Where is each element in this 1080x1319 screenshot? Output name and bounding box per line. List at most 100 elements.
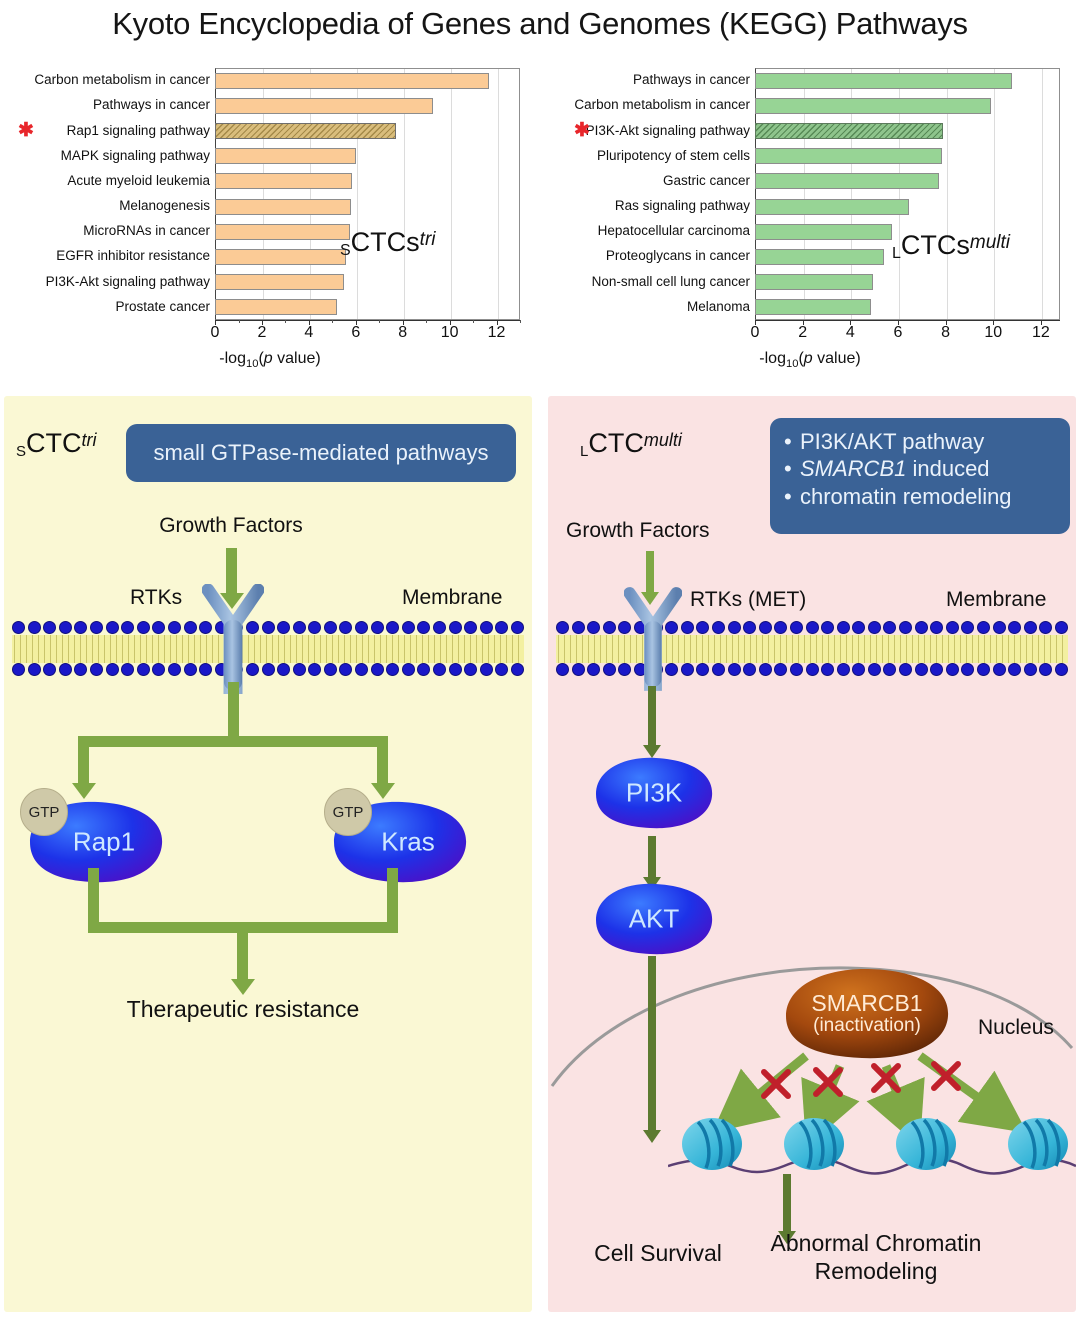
chromatin-line-2: Remodeling — [814, 1257, 938, 1284]
bar[interactable] — [755, 72, 1013, 89]
x-tick-label: 0 — [210, 324, 220, 341]
bar[interactable] — [755, 148, 943, 165]
bar[interactable] — [755, 248, 884, 265]
lipid-head-icon — [556, 621, 569, 634]
lipid-head-icon — [292, 663, 306, 676]
table-row[interactable]: Ras signaling pathway — [540, 194, 1080, 219]
bar[interactable] — [215, 198, 351, 215]
label-rtks: RTKs — [130, 586, 183, 609]
arrow-growth-to-rtk — [226, 548, 237, 594]
table-row[interactable]: PI3K-Akt signaling pathway — [0, 270, 540, 295]
lipid-head-icon — [665, 663, 679, 676]
bar[interactable] — [215, 223, 350, 240]
lipid-head-icon — [571, 663, 585, 676]
arrow-to-kras — [377, 736, 388, 784]
table-row[interactable]: ✱ PI3K-Akt signaling pathway — [540, 118, 1080, 143]
bracket-kras-down — [387, 868, 398, 933]
table-row[interactable]: MAPK signaling pathway — [0, 144, 540, 169]
x-tick-label: 2 — [798, 324, 808, 341]
table-row[interactable]: Gastric cancer — [540, 169, 1080, 194]
nucleosome — [896, 1118, 956, 1170]
bar[interactable] — [755, 97, 991, 114]
callout-text: small GTPase-mediated pathways — [153, 440, 489, 466]
callout-pi3k-smarcb1[interactable]: PI3K/AKT pathway SMARCB1 induced chromat… — [770, 418, 1070, 534]
bar[interactable] — [215, 299, 337, 316]
table-row[interactable]: MicroRNAs in cancer — [0, 219, 540, 244]
callout-item-2-continuation: chromatin remodeling — [784, 483, 1056, 511]
lipid-head-icon — [308, 621, 322, 634]
bar[interactable] — [215, 173, 353, 190]
lipid-head-icon — [711, 663, 725, 676]
panel-tag-sctc: SCTCtri — [16, 428, 97, 460]
table-row[interactable]: Carbon metabolism in cancer — [540, 93, 1080, 118]
table-row[interactable]: Pluripotency of stem cells — [540, 144, 1080, 169]
table-row[interactable]: Hepatocellular carcinoma — [540, 219, 1080, 244]
lipid-head-icon — [355, 663, 369, 676]
lipid-head-icon — [43, 621, 57, 634]
page-title: Kyoto Encyclopedia of Genes and Genomes … — [112, 6, 968, 41]
diagram-panel-lctc: LCTCmulti PI3K/AKT pathway SMARCB1 induc… — [548, 396, 1076, 1312]
x-axis-title: -log10(p value) — [90, 350, 450, 370]
lipid-head-icon — [1055, 621, 1068, 634]
annot-main: CTCs — [900, 230, 970, 260]
table-row[interactable]: Acute myeloid leukemia — [0, 169, 540, 194]
lipid-head-icon — [27, 621, 41, 634]
bar-category-label: Pluripotency of stem cells — [596, 147, 750, 163]
lipid-head-icon — [464, 663, 478, 676]
table-row[interactable]: Melanogenesis — [0, 194, 540, 219]
table-row[interactable]: Non-small cell lung cancer — [540, 270, 1080, 295]
bar[interactable] — [215, 72, 490, 89]
protein-blob-akt[interactable] — [588, 880, 720, 958]
table-row[interactable]: Carbon metabolism in cancer — [0, 68, 540, 93]
lipid-head-icon — [587, 663, 601, 676]
bar[interactable] — [755, 299, 871, 316]
lipid-head-icon — [789, 663, 803, 676]
lipid-head-icon — [556, 663, 569, 676]
lipid-head-icon — [74, 663, 88, 676]
bar-category-label: Hepatocellular carcinoma — [597, 223, 750, 239]
bar-highlighted[interactable] — [215, 122, 396, 139]
lipid-head-icon — [899, 663, 913, 676]
nucleosome — [784, 1118, 844, 1170]
axis-sub: 10 — [245, 358, 259, 371]
lipid-head-icon — [1055, 663, 1068, 676]
lipid-head-icon — [167, 621, 181, 634]
x-axis-title: -log10(p value) — [630, 350, 990, 370]
chart-lctcs-multi: Pathways in cancer Carbon metabolism in … — [540, 62, 1080, 382]
protein-blob-smarcb1[interactable] — [778, 964, 956, 1064]
table-row[interactable]: Prostate cancer — [0, 295, 540, 320]
lipid-head-icon — [448, 663, 462, 676]
bar-category-label: PI3K-Akt signaling pathway — [585, 122, 750, 138]
lipid-head-icon — [680, 621, 694, 634]
bar-highlighted[interactable] — [755, 122, 944, 139]
table-row[interactable]: Pathways in cancer — [540, 68, 1080, 93]
lipid-head-icon — [433, 621, 447, 634]
bar[interactable] — [755, 223, 892, 240]
lipid-head-icon — [571, 621, 585, 634]
lipid-head-icon — [914, 663, 928, 676]
axis-prefix: -log — [219, 350, 246, 367]
lipid-head-icon — [511, 621, 524, 634]
lipid-head-icon — [821, 663, 835, 676]
bar[interactable] — [755, 198, 909, 215]
table-row[interactable]: Proteoglycans in cancer — [540, 244, 1080, 269]
lipid-head-icon — [1008, 663, 1022, 676]
bar[interactable] — [215, 274, 344, 291]
table-row[interactable]: Pathways in cancer — [0, 93, 540, 118]
lipid-head-icon — [836, 663, 850, 676]
bar[interactable] — [215, 148, 356, 165]
bar[interactable] — [215, 248, 347, 265]
bar[interactable] — [755, 173, 939, 190]
protein-blob-pi3k[interactable] — [588, 754, 720, 832]
lipid-head-icon — [805, 621, 819, 634]
panel-tag-lctc: LCTCmulti — [580, 428, 682, 460]
table-row[interactable]: Melanoma — [540, 295, 1080, 320]
bar[interactable] — [215, 97, 434, 114]
table-row[interactable]: ✱ Rap1 signaling pathway — [0, 118, 540, 143]
callout-small-gtpase[interactable]: small GTPase-mediated pathways — [126, 424, 516, 482]
table-row[interactable]: EGFR inhibitor resistance — [0, 244, 540, 269]
bar[interactable] — [755, 274, 873, 291]
axis-open: ( — [258, 350, 264, 367]
bar-category-label: MAPK signaling pathway — [60, 147, 210, 163]
rtk-receptor-icon — [202, 584, 264, 694]
